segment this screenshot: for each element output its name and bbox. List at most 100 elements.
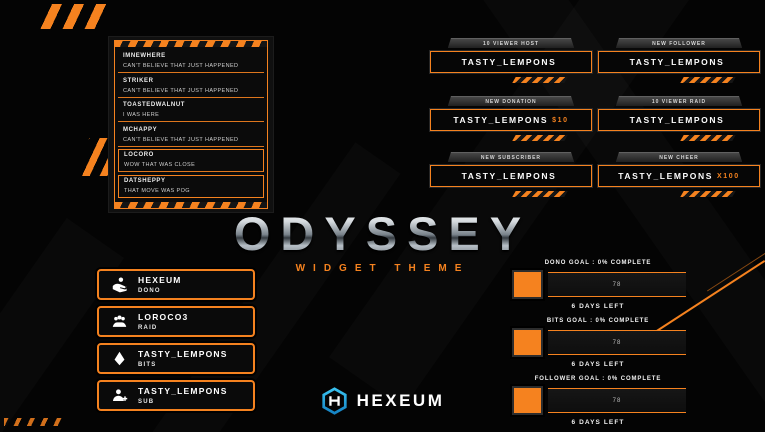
alert-name: TASTY_LEMPONS xyxy=(629,115,725,125)
chat-username: IMNEWHERE xyxy=(123,53,166,60)
chat-message: STRIKER CAN'T BELIEVE THAT JUST HAPPENED xyxy=(118,76,264,98)
goal-days-left: 6 DAYS LEFT xyxy=(571,303,625,310)
label-type: BITS xyxy=(138,362,157,368)
alert-name: TASTY_LEMPONS xyxy=(629,57,725,67)
donation-hand-icon xyxy=(111,276,128,293)
goal-value: 78 xyxy=(612,397,622,404)
label-type: RAID xyxy=(138,325,158,331)
chat-text: WOW THAT WAS CLOSE xyxy=(124,162,196,169)
goal-progress-fill xyxy=(512,270,543,299)
goal-progress-panel xyxy=(548,272,686,297)
alert-new-donation: NEW DONATION TASTY_LEMPONS$10 xyxy=(429,96,593,141)
alert-body: TASTY_LEMPONS xyxy=(429,50,593,74)
goal-progress-panel xyxy=(548,388,686,413)
chat-message: MCHAPPY CAN'T BELIEVE THAT JUST HAPPENED xyxy=(118,125,264,147)
goal-progress-band: 78 xyxy=(510,270,686,299)
label-name: TASTY_LEMPONS xyxy=(138,386,228,396)
alert-amount: $10 xyxy=(552,116,569,124)
hazard-stripe-bar xyxy=(115,202,267,208)
alert-body: TASTY_LEMPONS xyxy=(429,164,593,188)
chat-message-list: IMNEWHERE CAN'T BELIEVE THAT JUST HAPPEN… xyxy=(115,47,267,202)
alert-viewer-raid: 10 VIEWER RAID TASTY_LEMPONS xyxy=(597,96,761,141)
alert-header: NEW FOLLOWER xyxy=(615,38,743,48)
theme-subtitle: WIDGET THEME xyxy=(295,263,470,274)
alert-body: TASTY_LEMPONS$10 xyxy=(429,108,593,132)
hexeum-brand: HEXEUM xyxy=(0,386,765,416)
goal-title: DONO GOAL : 0% COMPLETE xyxy=(544,260,652,266)
chat-widget: IMNEWHERE CAN'T BELIEVE THAT JUST HAPPEN… xyxy=(114,40,268,209)
label-type: DONO xyxy=(138,288,161,294)
alert-name: TASTY_LEMPONS xyxy=(618,171,714,181)
alert-new-follower: NEW FOLLOWER TASTY_LEMPONS xyxy=(597,38,761,83)
goal-title: FOLLOWER GOAL : 0% COMPLETE xyxy=(534,376,662,382)
chat-text: THAT MOVE WAS POG xyxy=(124,187,190,194)
goal-progress-panel xyxy=(548,330,686,355)
chat-text: I WAS HERE xyxy=(123,112,160,119)
hazard-stripe-bar xyxy=(512,77,568,83)
goal-value: 78 xyxy=(612,339,622,346)
label-text: HEXEUM DONO xyxy=(138,275,182,294)
goal-days-left: 6 DAYS LEFT xyxy=(571,419,625,426)
chat-message-highlighted: LOCORO WOW THAT WAS CLOSE xyxy=(118,149,264,173)
orange-hazard-stripes xyxy=(30,4,116,29)
goal-progress-band: 78 xyxy=(510,328,686,357)
alert-name: TASTY_LEMPONS xyxy=(453,115,549,125)
label-name: LOROCO3 xyxy=(138,312,189,322)
chat-text: CAN'T BELIEVE THAT JUST HAPPENED xyxy=(123,87,239,94)
hazard-stripe-bar xyxy=(680,77,736,83)
hazard-stripe-bar xyxy=(512,191,568,197)
label-text: TASTY_LEMPONS BITS xyxy=(138,349,228,368)
label-latest-raid: LOROCO3 RAID xyxy=(97,306,255,337)
goal-progress-band: 78 xyxy=(510,386,686,415)
alert-name: TASTY_LEMPONS xyxy=(461,57,557,67)
chat-username: LOCORO xyxy=(124,152,154,159)
label-latest-sub: TASTY_LEMPONS SUB xyxy=(97,380,255,411)
chat-text: CAN'T BELIEVE THAT JUST HAPPENED xyxy=(123,63,239,70)
theme-title: ODYSSEY xyxy=(233,207,532,260)
theme-title-block: ODYSSEY WIDGET THEME xyxy=(0,206,765,274)
goal-progress-fill xyxy=(512,386,543,415)
alert-body: TASTY_LEMPONS xyxy=(597,50,761,74)
alert-header: NEW SUBSCRIBER xyxy=(447,152,575,162)
brand-name: HEXEUM xyxy=(356,391,445,410)
orange-hazard-stripes xyxy=(4,418,64,426)
chat-message: IMNEWHERE CAN'T BELIEVE THAT JUST HAPPEN… xyxy=(118,51,264,74)
alert-viewer-host: 10 VIEWER HOST TASTY_LEMPONS xyxy=(429,38,593,83)
hazard-stripe-bar xyxy=(680,191,736,197)
chat-username: DATSHEPPY xyxy=(124,177,166,184)
raid-crowd-icon xyxy=(111,313,128,330)
label-latest-dono: HEXEUM DONO xyxy=(97,269,255,300)
goal-value: 78 xyxy=(612,281,622,288)
alert-body: TASTY_LEMPONS xyxy=(597,108,761,132)
label-text: TASTY_LEMPONS SUB xyxy=(138,386,228,405)
alert-header: 10 VIEWER HOST xyxy=(447,38,575,48)
label-type: SUB xyxy=(138,399,155,405)
label-text: LOROCO3 RAID xyxy=(138,312,188,331)
hazard-stripe-bar xyxy=(680,135,736,141)
goal-dono: DONO GOAL : 0% COMPLETE 78 6 DAYS LEFT xyxy=(510,260,686,312)
label-name: HEXEUM xyxy=(138,275,182,285)
alert-name: TASTY_LEMPONS xyxy=(461,171,557,181)
alert-amount: X100 xyxy=(717,172,740,180)
sub-person-icon xyxy=(111,387,128,404)
chat-username: STRIKER xyxy=(123,77,154,84)
bits-gem-icon xyxy=(111,350,128,367)
hazard-stripe-bar xyxy=(512,135,568,141)
goal-title: BITS GOAL : 0% COMPLETE xyxy=(546,318,650,324)
goal-days-left: 6 DAYS LEFT xyxy=(571,361,625,368)
chat-message: TOASTEDWALNUT I WAS HERE xyxy=(118,100,264,123)
label-latest-bits: TASTY_LEMPONS BITS xyxy=(97,343,255,374)
chat-username: TOASTEDWALNUT xyxy=(123,102,186,109)
alert-new-subscriber: NEW SUBSCRIBER TASTY_LEMPONS xyxy=(429,152,593,197)
goal-progress-fill xyxy=(512,328,543,357)
hexeum-hexagon-icon xyxy=(321,387,347,415)
alert-header: NEW DONATION xyxy=(447,96,575,106)
alert-header: NEW CHEER xyxy=(615,152,743,162)
chat-username: MCHAPPY xyxy=(123,126,158,133)
chat-message-highlighted: DATSHEPPY THAT MOVE WAS POG xyxy=(118,174,264,198)
goal-follower: FOLLOWER GOAL : 0% COMPLETE 78 6 DAYS LE… xyxy=(510,376,686,428)
alert-header: 10 VIEWER RAID xyxy=(615,96,743,106)
